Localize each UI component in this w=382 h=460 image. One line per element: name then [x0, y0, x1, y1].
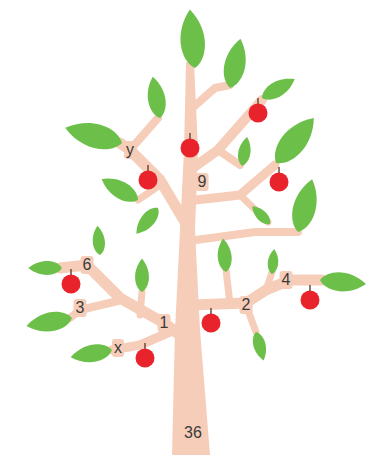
branch-number: 3	[74, 299, 87, 317]
tree-trunk	[172, 62, 210, 455]
branch-number: x	[112, 339, 124, 357]
branch-number: 9	[196, 173, 209, 191]
branch-number: 4	[280, 271, 293, 289]
apples	[62, 98, 320, 368]
branch-number: y	[124, 141, 136, 159]
branch-number: 36	[182, 424, 204, 442]
branch-number: 2	[240, 296, 253, 314]
branch-number: 1	[158, 314, 171, 332]
leaves	[25, 8, 367, 365]
branch-number: 6	[81, 256, 94, 274]
